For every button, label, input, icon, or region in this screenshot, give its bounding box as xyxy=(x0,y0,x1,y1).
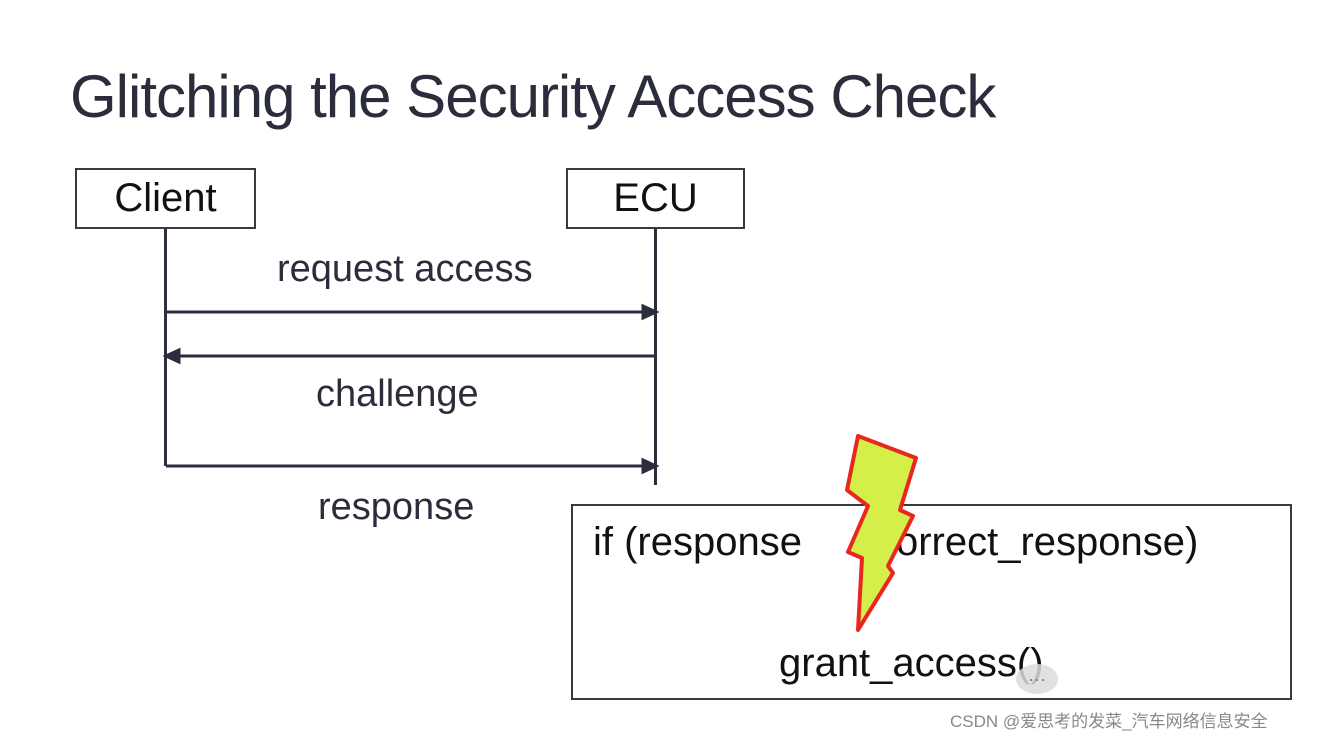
lightning-bolt-icon xyxy=(845,434,918,632)
ecu-participant-box: ECU xyxy=(566,168,745,229)
code-grant-line: grant_access() xyxy=(779,641,1044,685)
response-label: response xyxy=(318,486,475,528)
code-condition-right: correct_response) xyxy=(875,520,1199,564)
code-condition-line: if (response correct_response) xyxy=(593,520,1198,565)
client-lifeline xyxy=(164,229,167,466)
code-condition-left: if (response xyxy=(593,520,802,564)
response-arrowhead xyxy=(641,457,660,475)
request-access-label: request access xyxy=(277,248,533,290)
slide-title: Glitching the Security Access Check xyxy=(70,63,996,130)
ecu-label: ECU xyxy=(613,176,698,220)
client-label: Client xyxy=(114,176,217,220)
watermark-text: CSDN @爱思考的发菜_汽车网络信息安全 xyxy=(950,712,1268,731)
code-box xyxy=(571,504,1292,700)
challenge-label: challenge xyxy=(316,373,479,415)
challenge-arrowhead xyxy=(162,347,181,365)
chat-bubble-icon: ··· xyxy=(1016,664,1058,694)
client-participant-box: Client xyxy=(75,168,256,229)
request-arrowhead xyxy=(641,303,660,321)
ecu-lifeline xyxy=(654,229,657,485)
